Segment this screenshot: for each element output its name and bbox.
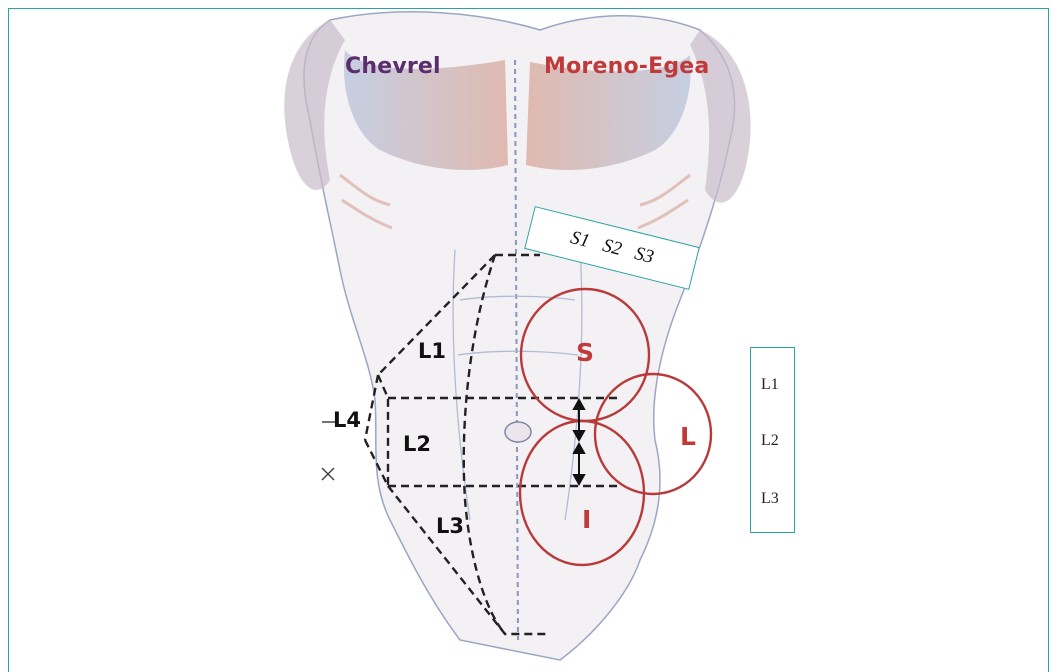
moreno-egea-heading: Moreno-Egea — [544, 54, 709, 79]
lumbar-levels-box: L1 L2 L3 — [750, 347, 795, 533]
chevrel-heading: Chevrel — [345, 54, 441, 79]
umbilicus — [505, 422, 531, 442]
chevrel-zone-l2-label: L2 — [403, 432, 431, 456]
s2-label: S2 — [600, 235, 624, 261]
box-l1-label: L1 — [761, 376, 779, 394]
chevrel-zone-l3-label: L3 — [436, 514, 464, 538]
moreno-zone-i-label: I — [582, 505, 591, 534]
s3-label: S3 — [632, 243, 656, 269]
moreno-zone-l-label: L — [680, 422, 696, 451]
box-l3-label: L3 — [761, 490, 779, 508]
chevrel-zone-l4-label: L4 — [333, 408, 361, 432]
moreno-zone-s-label: S — [576, 338, 594, 367]
chevrel-zone-l1-label: L1 — [418, 339, 446, 363]
s1-label: S1 — [568, 227, 592, 253]
box-l2-label: L2 — [761, 432, 779, 450]
